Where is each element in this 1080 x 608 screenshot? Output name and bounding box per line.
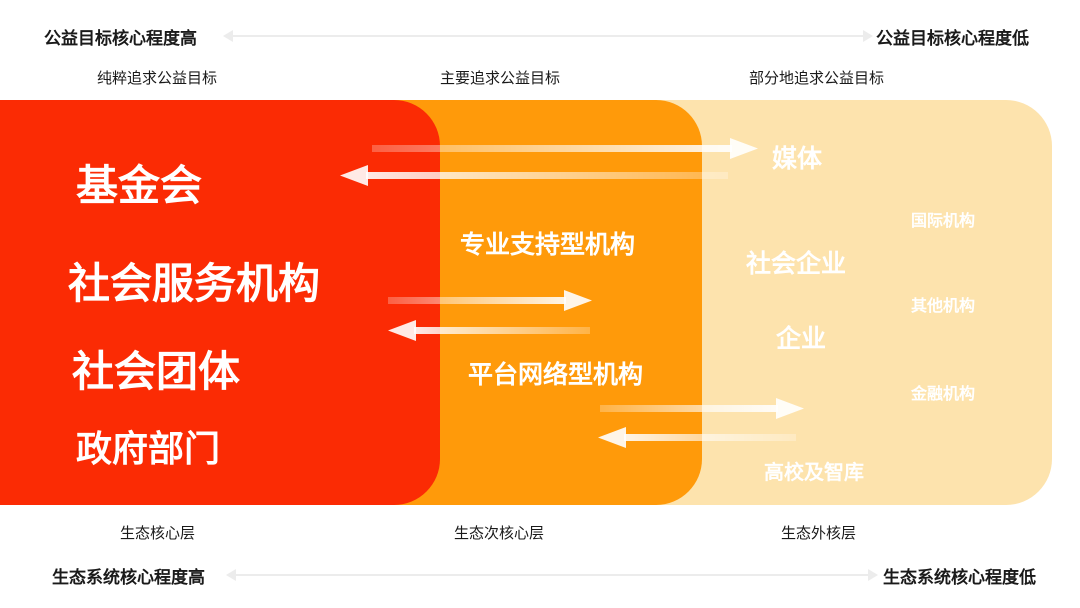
layer-label-outer: 生态外核层 (781, 524, 857, 542)
goal-label-pure: 纯粹追求公益目标 (97, 69, 218, 87)
org-platform-network: 平台网络型机构 (468, 360, 644, 389)
top-left-axis-label: 公益目标核心程度高 (44, 29, 197, 49)
layer-label-core: 生态核心层 (120, 524, 196, 542)
org-social-group: 社会团体 (72, 347, 241, 396)
org-universities-think-tanks: 高校及智库 (764, 460, 864, 484)
arrow-left-icon (388, 320, 590, 341)
bottom-axis-arrow (226, 569, 878, 581)
org-foundation: 基金会 (76, 161, 203, 210)
goal-label-main: 主要追求公益目标 (440, 69, 561, 87)
arrow-left-icon (226, 569, 236, 581)
top-right-axis-label: 公益目标核心程度低 (876, 29, 1029, 49)
org-enterprise: 企业 (776, 324, 827, 353)
arrow-left-icon (598, 427, 796, 448)
arrow-left-icon (340, 165, 728, 186)
bottom-left-axis-label: 生态系统核心程度高 (52, 568, 205, 588)
arrow-right-icon (600, 398, 804, 419)
layer-label-secondary: 生态次核心层 (454, 524, 545, 542)
arrow-right-icon (863, 30, 873, 42)
arrow-right-icon (868, 569, 878, 581)
goal-label-partial: 部分地追求公益目标 (749, 69, 885, 87)
bottom-right-axis-label: 生态系统核心程度低 (883, 568, 1036, 588)
org-social-service: 社会服务机构 (68, 259, 321, 308)
org-media: 媒体 (772, 144, 823, 173)
org-international: 国际机构 (911, 211, 976, 230)
org-professional-support: 专业支持型机构 (460, 230, 636, 259)
arrow-right-icon (372, 138, 758, 159)
org-financial: 金融机构 (911, 384, 976, 403)
arrow-right-icon (388, 290, 592, 311)
org-other: 其他机构 (911, 296, 976, 315)
org-government: 政府部门 (76, 429, 221, 470)
org-social-enterprise: 社会企业 (746, 249, 847, 278)
top-axis-arrow (223, 30, 873, 42)
arrow-left-icon (223, 30, 233, 42)
